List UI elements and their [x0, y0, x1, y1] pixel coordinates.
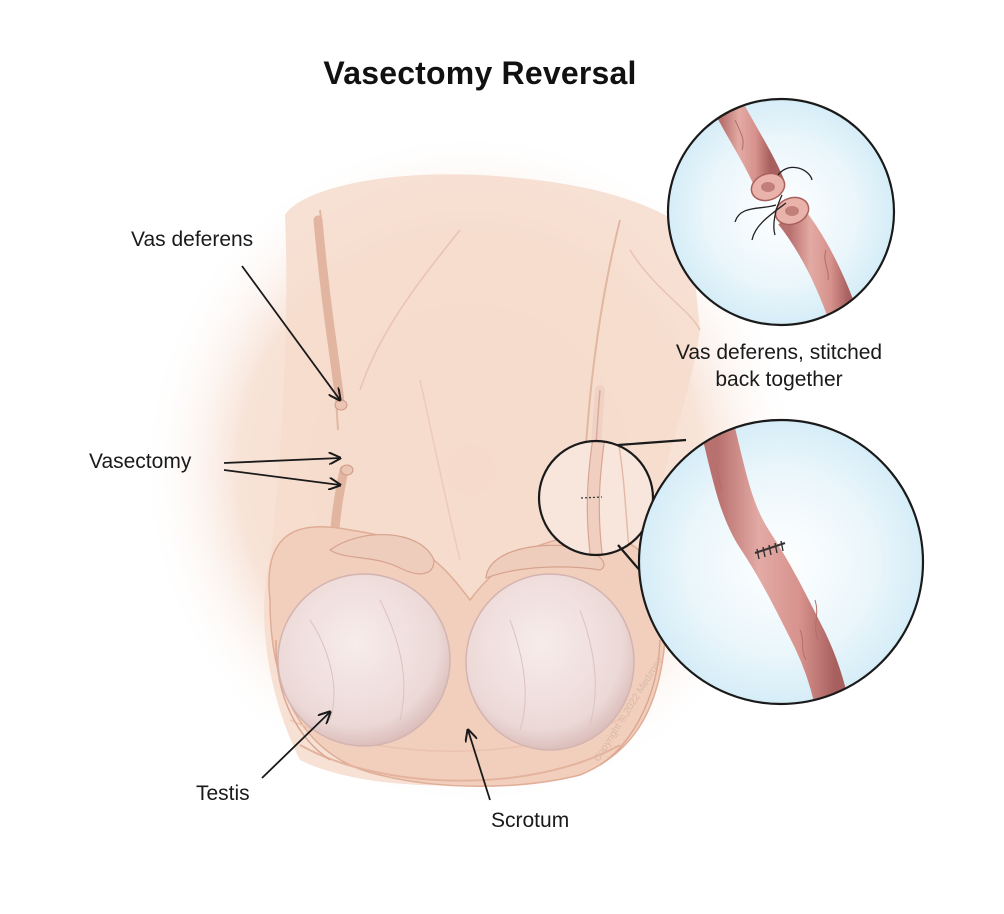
- label-testis: Testis: [196, 782, 250, 805]
- label-vasectomy: Vasectomy: [89, 450, 192, 473]
- label-vas-deferens: Vas deferens: [131, 228, 254, 251]
- arrow-testis: [261, 712, 330, 779]
- inset-stitched-vas: [617, 418, 925, 706]
- arrow-vasectomy-upper: [223, 458, 340, 463]
- page-title: Vasectomy Reversal: [323, 55, 637, 91]
- label-stitched-vas: Vas deferens, stitched back together: [675, 341, 883, 391]
- arrow-scrotum: [468, 730, 491, 801]
- epididymis: [328, 534, 605, 579]
- testis-left: [277, 573, 451, 747]
- leader-arrows: [223, 265, 491, 801]
- arrow-vasectomy-lower: [223, 469, 340, 485]
- testis-right: [465, 573, 635, 751]
- label-scrotum: Scrotum: [491, 809, 570, 832]
- zoom-circle: [537, 439, 655, 557]
- arrow-vas-deferens: [241, 265, 340, 400]
